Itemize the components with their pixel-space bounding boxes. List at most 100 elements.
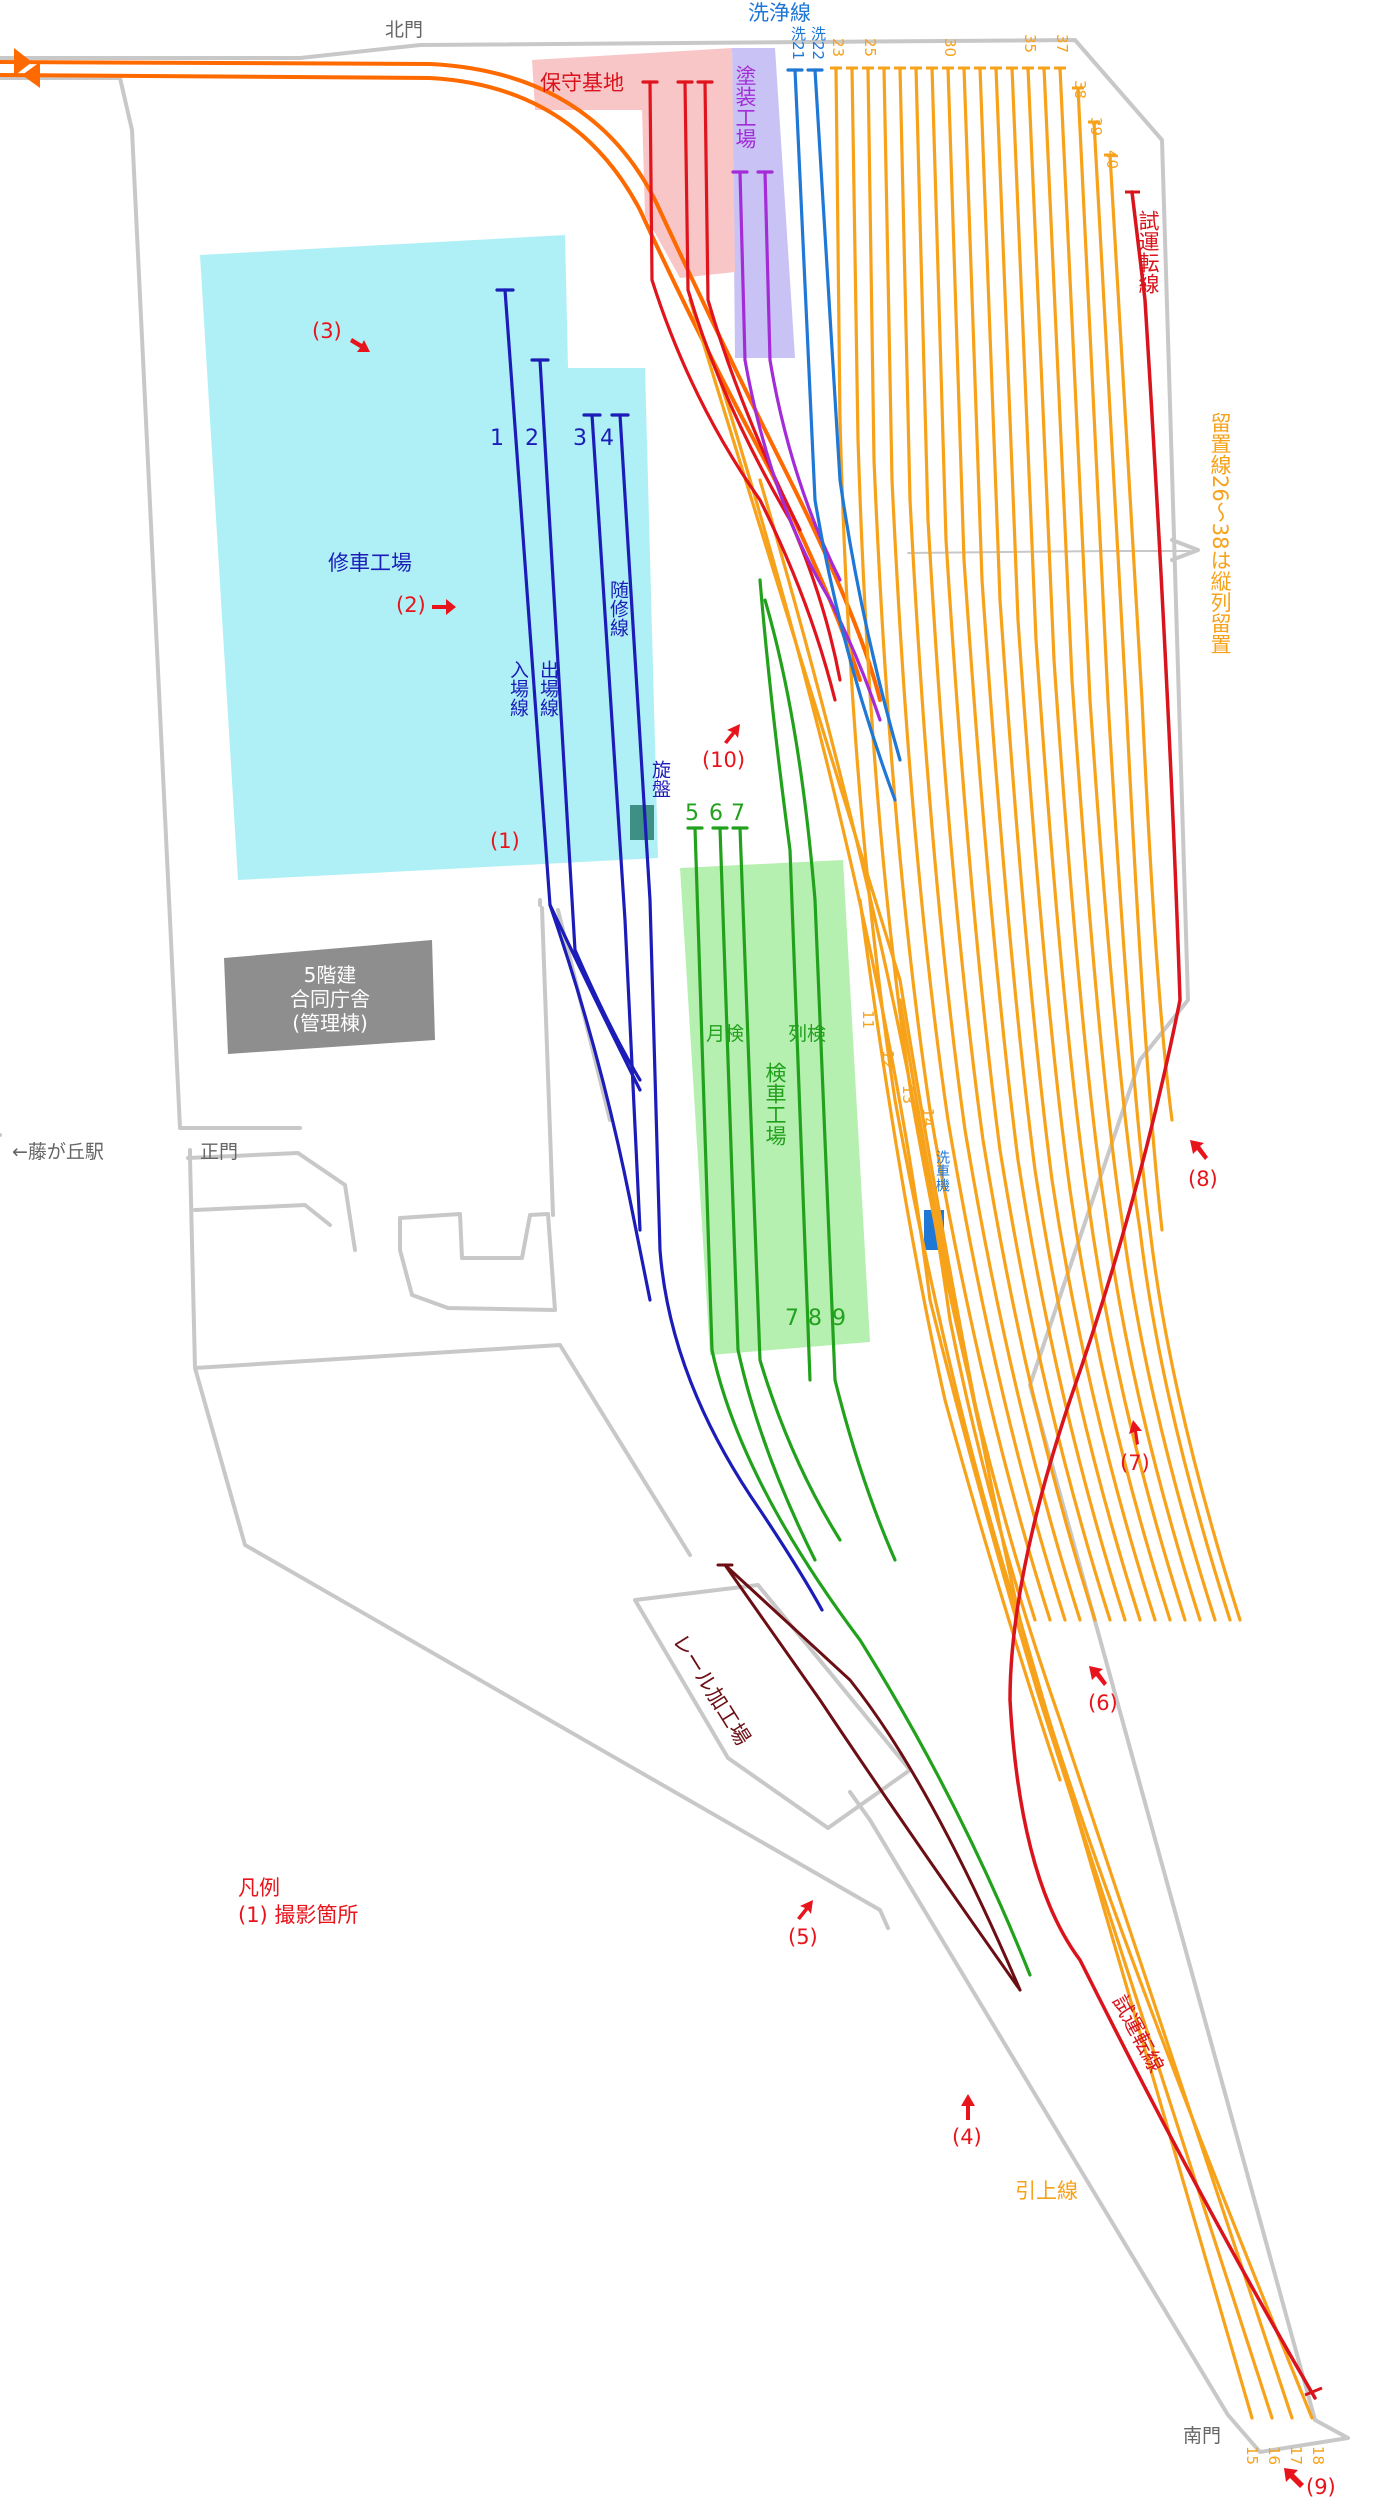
middle-track-number: 11 xyxy=(859,1010,877,1029)
office-label: 5階建 合同庁舎 (管理棟) xyxy=(290,963,370,1035)
station-label: ←藤が丘駅 xyxy=(12,1141,104,1163)
storage-note-label: 留置線26〜38は縦列留置 xyxy=(1208,412,1232,654)
repair-track-number: 2 xyxy=(525,426,539,451)
storage-stops xyxy=(830,66,1116,157)
photo-arrow-icon xyxy=(797,1900,813,1920)
photo-point-label: (8) xyxy=(1188,1167,1218,1191)
test-run-label-upper: 試運転線 xyxy=(1136,210,1160,294)
office-line-1: 5階建 xyxy=(304,963,357,987)
paint-shop-area xyxy=(732,48,795,358)
photo-arrow-icon xyxy=(350,338,370,352)
legend: 凡例 (1) 撮影箇所 xyxy=(238,1876,358,1927)
middle-track-number: 14 xyxy=(919,1108,937,1127)
photo-arrow-icon xyxy=(432,599,456,615)
inspection-track-number: 8 xyxy=(808,1306,822,1331)
photo-point-3: (3) xyxy=(312,319,370,352)
maintenance-base-tracks xyxy=(641,80,842,702)
rail-works-tracks xyxy=(716,1563,1022,1992)
photo-point-1: (1) xyxy=(490,829,520,853)
middle-track-number: 13 xyxy=(899,1085,917,1104)
repair-track-number: 1 xyxy=(490,426,504,451)
maintenance-base-label: 保守基地 xyxy=(540,71,624,95)
exit-line-label: 出場線 xyxy=(537,660,559,717)
photo-arrow-icon xyxy=(1284,2468,1304,2488)
storage-track-number: 30 xyxy=(941,38,959,57)
photo-point-4: (4) xyxy=(952,2094,982,2149)
repair-tracks xyxy=(495,288,824,1612)
photo-point-8: (8) xyxy=(1188,1140,1218,1191)
photo-point-label: (1) xyxy=(490,829,520,853)
main-line-arrow-right xyxy=(14,48,32,76)
inspection-track-number: 7 xyxy=(785,1306,799,1331)
wash-line-label: 洗浄線 xyxy=(748,1,811,25)
gate-north-label: 北門 xyxy=(385,19,423,41)
wash-machine-label: 洗車機 xyxy=(934,1150,950,1193)
inspection-track-number: 5 xyxy=(685,801,699,826)
photo-arrow-icon xyxy=(1129,1420,1142,1445)
gate-main-label: 正門 xyxy=(200,1141,238,1163)
photo-point-label: (3) xyxy=(312,319,342,343)
photo-point-label: (5) xyxy=(788,1925,818,1949)
lathe-block xyxy=(630,805,654,840)
repair-track-number: 4 xyxy=(600,426,614,451)
inspection-tracks xyxy=(686,578,1032,1977)
photo-point-label: (9) xyxy=(1306,2475,1336,2499)
legend-item: (1) 撮影箇所 xyxy=(238,1903,358,1927)
storage-track-number: 35 xyxy=(1021,34,1039,53)
middle-track-number: 12 xyxy=(879,1050,897,1069)
storage-track-number: 25 xyxy=(861,38,879,57)
south-track-number: 17 xyxy=(1287,2446,1305,2465)
photo-points: (1) (2) (3) (10) (8) (7) (6) (5) xyxy=(312,319,1336,2499)
photo-point-9: (9) xyxy=(1284,2468,1336,2499)
wash-tracks xyxy=(786,68,902,802)
storage-tracks xyxy=(688,66,1314,2420)
train-check-label: 列検 xyxy=(788,1023,826,1045)
office-building xyxy=(224,940,435,1054)
south-track-number: 18 xyxy=(1309,2446,1327,2465)
storage-track-number: 39 xyxy=(1087,117,1105,136)
repair-shop-label: 修車工場 xyxy=(328,551,412,575)
photo-point-2: (2) xyxy=(396,593,456,617)
photo-point-10: (10) xyxy=(702,724,745,772)
wash-track-number: 洗21 xyxy=(789,26,807,60)
photo-arrow-icon xyxy=(724,724,740,744)
main-line xyxy=(0,48,882,702)
photo-point-5: (5) xyxy=(788,1900,818,1949)
inspection-track-number: 6 xyxy=(709,801,723,826)
photo-point-label: (10) xyxy=(702,748,745,772)
storage-track-number: 37 xyxy=(1053,34,1071,53)
storage-track-number: 23 xyxy=(829,38,847,57)
maintenance-line-label: 随修線 xyxy=(607,580,629,637)
photo-point-label: (6) xyxy=(1088,1691,1118,1715)
lathe-label: 旋盤 xyxy=(649,760,671,798)
photo-point-label: (4) xyxy=(952,2125,982,2149)
site-boundary xyxy=(0,38,1350,2454)
pull-out-label: 引上線 xyxy=(1015,2179,1078,2203)
photo-arrow-icon xyxy=(1089,1666,1107,1686)
photo-arrow-icon xyxy=(961,2094,975,2120)
main-line-arrow-left xyxy=(22,62,40,88)
inspection-track-number: 9 xyxy=(832,1306,846,1331)
south-track-number: 16 xyxy=(1265,2446,1283,2465)
legend-title: 凡例 xyxy=(238,1876,280,1900)
photo-point-7: (7) xyxy=(1120,1420,1150,1475)
paint-shop-label: 塗装工場 xyxy=(733,65,757,149)
storage-track-number: 38 xyxy=(1071,80,1089,99)
wash-track-number: 洗22 xyxy=(809,26,827,60)
inspection-shop-area xyxy=(680,860,870,1355)
paint-shop-tracks xyxy=(731,170,882,722)
entry-line-label: 入場線 xyxy=(507,660,529,717)
inspection-track-number: 7 xyxy=(731,801,745,826)
repair-track-number: 3 xyxy=(573,426,587,451)
photo-point-label: (2) xyxy=(396,593,426,617)
inspection-shop-label: 検車工場 xyxy=(763,1062,787,1146)
monthly-check-label: 月検 xyxy=(706,1023,744,1045)
photo-point-label: (7) xyxy=(1120,1451,1150,1475)
photo-point-6: (6) xyxy=(1088,1666,1118,1715)
office-line-3: (管理棟) xyxy=(292,1011,368,1035)
gate-south-label: 南門 xyxy=(1183,2425,1221,2447)
repair-shop-area xyxy=(200,235,658,880)
storage-track-number: 40 xyxy=(1103,150,1121,169)
office-line-2: 合同庁舎 xyxy=(290,987,370,1011)
